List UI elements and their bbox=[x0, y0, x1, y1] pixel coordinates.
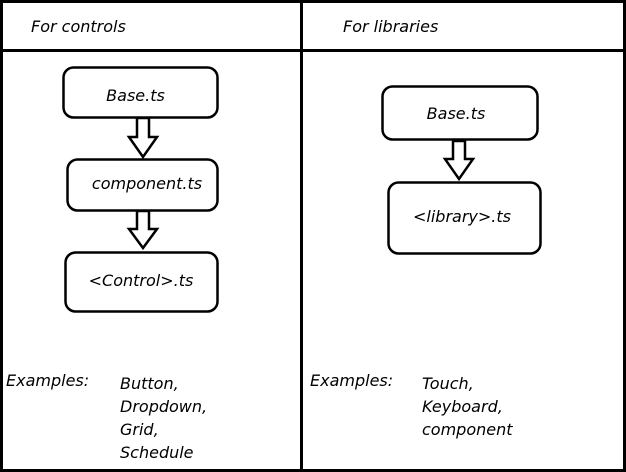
example-item: component bbox=[422, 420, 513, 439]
examples-label-libraries: Examples: bbox=[310, 371, 394, 390]
example-item: Touch, bbox=[422, 374, 474, 393]
examples-label-controls: Examples: bbox=[6, 371, 90, 390]
arrow-base-to-component bbox=[126, 116, 160, 160]
example-item: Schedule bbox=[120, 443, 194, 462]
node-label-component-controls: component.ts bbox=[91, 174, 203, 193]
examples-list-controls: Button, Dropdown, Grid, Schedule bbox=[120, 372, 207, 464]
node-label-base-libraries: Base.ts bbox=[426, 104, 486, 123]
example-item: Button, bbox=[120, 374, 179, 393]
panel-header-libraries: For libraries bbox=[343, 17, 439, 36]
arrow-component-to-control bbox=[126, 209, 160, 251]
arrow-base-to-library bbox=[442, 139, 476, 182]
panel-header-controls: For controls bbox=[31, 17, 126, 36]
examples-list-libraries: Touch, Keyboard, component bbox=[422, 372, 513, 441]
node-box-library-libraries bbox=[387, 181, 542, 255]
node-label-library-libraries: <library>.ts bbox=[413, 207, 511, 226]
node-label-control-controls: <Control>.ts bbox=[88, 271, 194, 290]
node-box-base-libraries bbox=[381, 85, 539, 141]
example-item: Grid, bbox=[120, 420, 159, 439]
example-item: Keyboard, bbox=[422, 397, 503, 416]
node-label-base-controls: Base.ts bbox=[106, 86, 165, 105]
node-box-control-controls bbox=[64, 251, 219, 313]
example-item: Dropdown, bbox=[120, 397, 208, 416]
